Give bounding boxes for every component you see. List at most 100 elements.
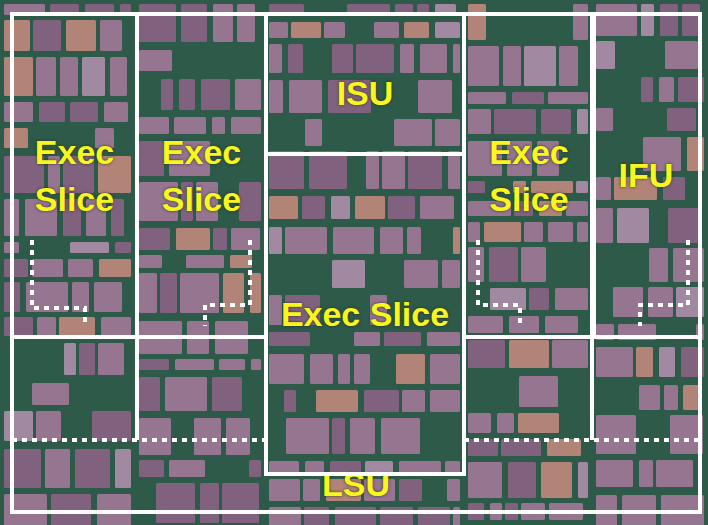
circuit-block — [332, 44, 353, 73]
circuit-block — [660, 4, 678, 36]
circuit-block — [566, 201, 588, 216]
circuit-block — [388, 196, 415, 219]
circuit-block — [518, 413, 559, 433]
circuit-block — [453, 44, 460, 73]
circuit-block — [641, 77, 653, 102]
circuit-block — [552, 340, 588, 368]
circuit-block — [665, 41, 698, 69]
circuit-block — [555, 288, 588, 310]
circuit-block — [596, 347, 633, 377]
circuit-block — [194, 418, 221, 455]
circuit-block — [656, 460, 693, 487]
circuit-block — [174, 117, 206, 134]
circuit-block — [82, 57, 105, 96]
circuit-block — [382, 151, 405, 189]
circuit-block — [596, 4, 637, 36]
circuit-block — [497, 413, 514, 433]
circuit-block — [331, 196, 350, 219]
circuit-block — [366, 151, 379, 189]
chip-region: ISU — [264, 12, 466, 156]
circuit-block — [33, 20, 61, 51]
circuit-block — [94, 282, 122, 312]
circuit-block — [75, 449, 110, 488]
circuit-block — [139, 377, 160, 411]
circuit-block — [169, 460, 205, 477]
circuit-block — [269, 151, 304, 189]
circuit-block — [332, 418, 345, 454]
circuit-block — [548, 222, 573, 242]
circuit-block — [559, 46, 578, 86]
circuit-block — [501, 439, 541, 456]
chip-region: Exec Slice — [264, 152, 466, 476]
circuit-block — [59, 317, 95, 336]
circuit-block — [179, 79, 195, 110]
circuit-block — [222, 483, 259, 523]
circuit-block — [4, 259, 28, 277]
circuit-block — [418, 80, 452, 113]
region-label: Exec Slice — [14, 129, 135, 223]
circuit-block — [139, 50, 172, 71]
circuit-block — [231, 117, 261, 134]
circuit-block — [139, 359, 169, 370]
region-label: IFU — [615, 152, 678, 199]
circuit-block — [541, 109, 571, 134]
circuit-block — [641, 4, 654, 36]
circuit-block — [404, 260, 438, 288]
circuit-block — [36, 411, 61, 441]
circuit-block — [161, 79, 173, 110]
circuit-block — [70, 242, 109, 253]
circuit-block — [101, 317, 131, 336]
circuit-block — [468, 413, 491, 433]
circuit-block — [596, 208, 613, 243]
circuit-block — [303, 479, 320, 501]
circuit-block — [524, 222, 543, 242]
circuit-block — [284, 390, 296, 412]
circuit-block — [79, 343, 95, 375]
circuit-block — [548, 92, 588, 104]
circuit-block — [682, 4, 700, 36]
circuit-block — [92, 411, 131, 441]
circuit-block — [490, 288, 526, 310]
circuit-block — [180, 273, 219, 313]
region-label: Exec Slice — [466, 129, 592, 223]
circuit-block — [51, 494, 91, 525]
circuit-block — [364, 390, 399, 412]
circuit-block — [468, 439, 498, 456]
circuit-block — [545, 316, 578, 333]
circuit-block — [453, 507, 460, 525]
circuit-block — [269, 354, 304, 384]
circuit-block — [237, 4, 255, 42]
circuit-block — [269, 295, 282, 325]
circuit-block — [212, 377, 242, 411]
circuit-block — [291, 22, 321, 38]
circuit-block — [667, 108, 696, 131]
circuit-block — [332, 260, 365, 288]
circuit-block — [139, 117, 169, 134]
circuit-block — [512, 92, 544, 104]
dotted-dividers — [12, 240, 700, 440]
chip-region: IFU — [590, 12, 702, 339]
circuit-block — [219, 359, 245, 370]
circuit-block — [269, 44, 282, 73]
circuit-block — [418, 507, 450, 525]
circuit-block — [139, 255, 162, 268]
circuit-block — [468, 316, 503, 333]
circuit-block — [508, 462, 536, 498]
circuit-block — [316, 390, 358, 412]
circuit-block — [231, 228, 260, 250]
divider-line — [590, 335, 594, 440]
dotted-outline — [478, 240, 520, 326]
circuit-block — [404, 22, 429, 38]
circuit-block — [683, 385, 699, 410]
circuit-block — [269, 196, 298, 219]
circuit-block — [350, 418, 375, 454]
circuit-block — [286, 418, 329, 454]
circuit-block — [407, 227, 421, 254]
circuit-block — [613, 287, 643, 317]
circuit-block — [578, 462, 588, 498]
circuit-block — [139, 273, 157, 313]
circuit-block — [139, 228, 170, 250]
circuit-block — [4, 317, 33, 336]
circuit-block — [176, 228, 210, 250]
